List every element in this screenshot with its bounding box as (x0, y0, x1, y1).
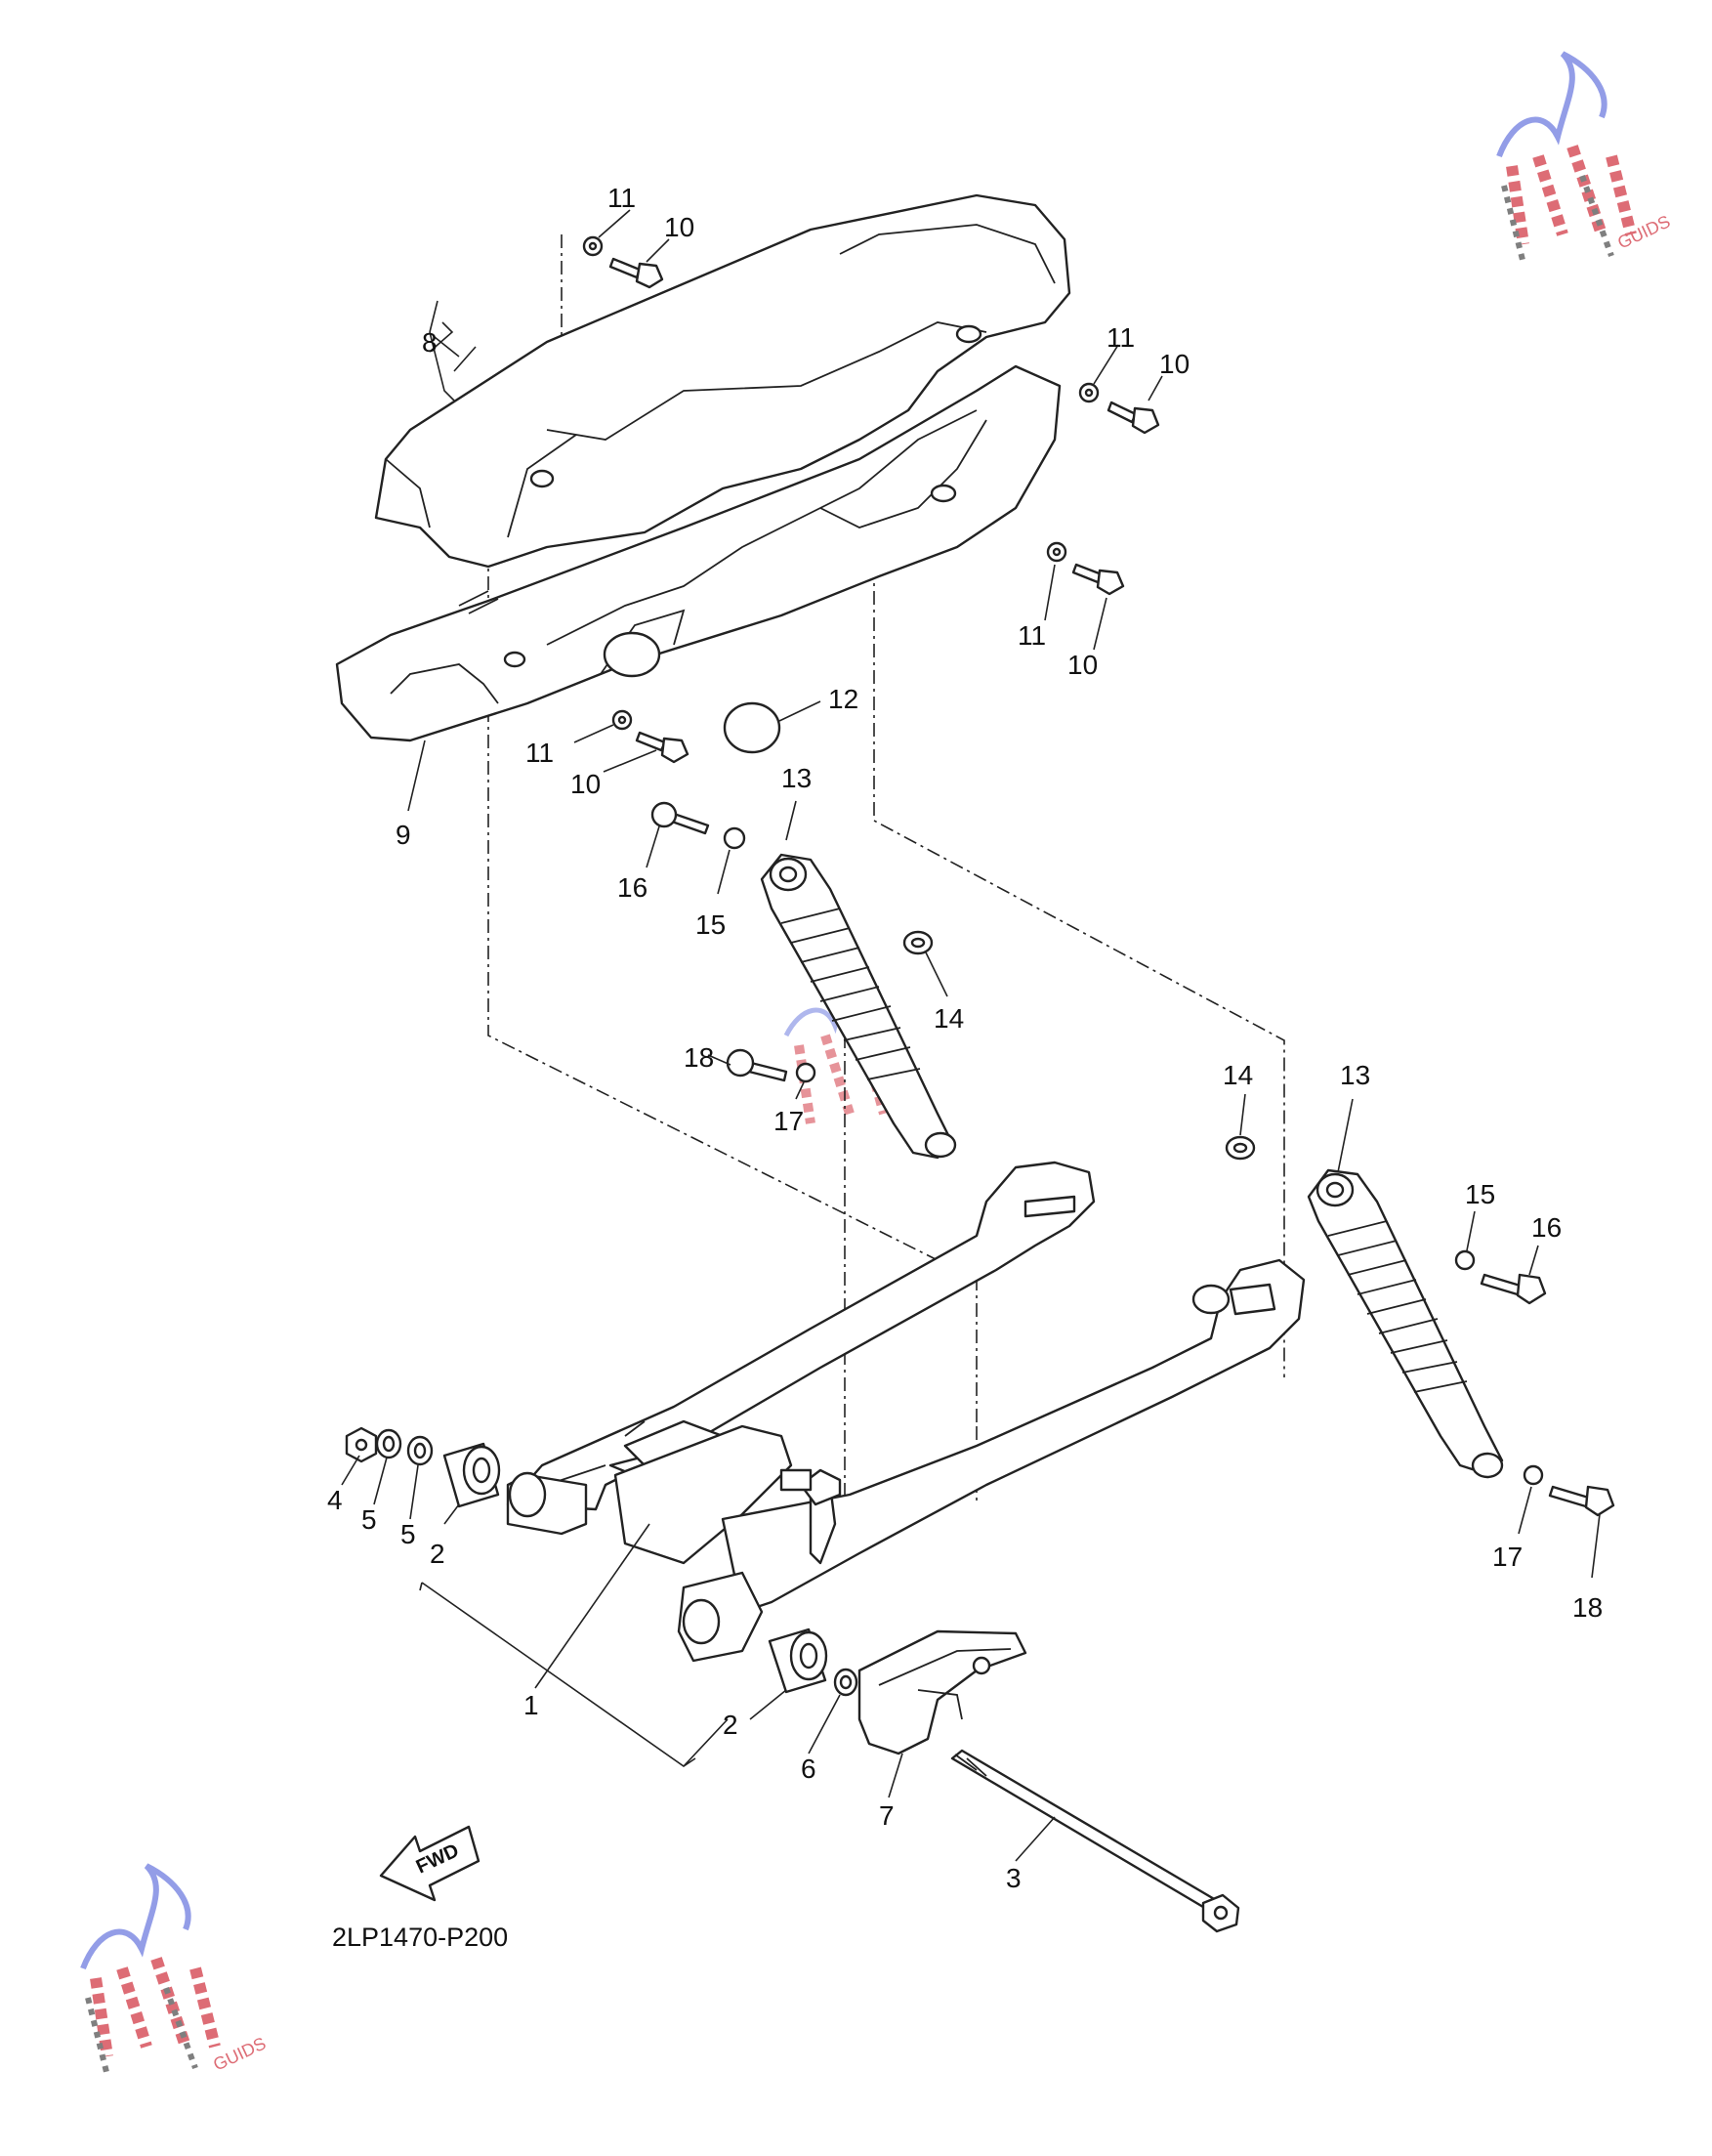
watermark-logo-top-right: GUIDS (1496, 51, 1673, 265)
callout-13: 13 (1340, 1060, 1370, 1090)
fwd-arrow: FWD (379, 1825, 480, 1902)
callout-11: 11 (1107, 322, 1135, 353)
callout-16: 16 (1531, 1212, 1562, 1243)
callout-8: 8 (422, 327, 438, 358)
callout-10: 10 (1067, 650, 1098, 680)
cover-bolts-washers (582, 235, 1160, 764)
pivot-hardware (345, 1426, 858, 1697)
callout-15: 15 (1465, 1179, 1495, 1209)
callout-18: 18 (684, 1042, 714, 1073)
callout-1: 1 (523, 1690, 539, 1720)
part-code: 2LP1470-P200 (332, 1923, 508, 1952)
callout-10: 10 (570, 769, 601, 799)
lower-chain-case (335, 364, 1062, 742)
callout-17: 17 (1492, 1542, 1523, 1572)
pivot-shaft-bolt (950, 1749, 1240, 1933)
callout-7: 7 (879, 1800, 895, 1831)
callout-11: 11 (525, 738, 554, 768)
right-shock-absorber (1225, 1135, 1615, 1517)
callout-5: 5 (400, 1519, 416, 1549)
callout-10: 10 (1159, 349, 1190, 379)
callout-11: 11 (607, 183, 636, 213)
callout-2: 2 (723, 1710, 738, 1740)
callout-5: 5 (361, 1504, 377, 1535)
left-shock-absorber (650, 801, 957, 1160)
callout-18: 18 (1572, 1592, 1603, 1623)
callout-4: 4 (327, 1485, 343, 1515)
callout-9: 9 (396, 820, 411, 850)
watermark-text-top: GUIDS (1614, 211, 1673, 252)
leader-lines (341, 209, 1601, 1862)
grommet-cap (723, 701, 781, 754)
callout-16: 16 (617, 872, 647, 903)
chain-slider (857, 1629, 1027, 1755)
callout-13: 13 (781, 763, 812, 793)
callout-labels: 11 10 8 11 10 11 10 12 11 10 9 13 16 15 … (327, 183, 1603, 1893)
callout-12: 12 (828, 684, 858, 714)
callout-14: 14 (934, 1003, 964, 1034)
callout-11: 11 (1018, 620, 1046, 651)
callout-17: 17 (773, 1106, 804, 1136)
callout-15: 15 (695, 909, 726, 940)
upper-chain-cover (374, 193, 1071, 569)
callout-10: 10 (664, 212, 694, 242)
swing-arm (506, 1161, 1306, 1663)
callout-3: 3 (1006, 1863, 1022, 1893)
watermark-text-bottom: GUIDS (210, 2033, 269, 2074)
watermark-logo-bottom-left: GUIDS (80, 1863, 269, 2077)
callout-6: 6 (801, 1754, 816, 1784)
callout-14: 14 (1223, 1060, 1253, 1090)
callout-2: 2 (430, 1539, 445, 1569)
